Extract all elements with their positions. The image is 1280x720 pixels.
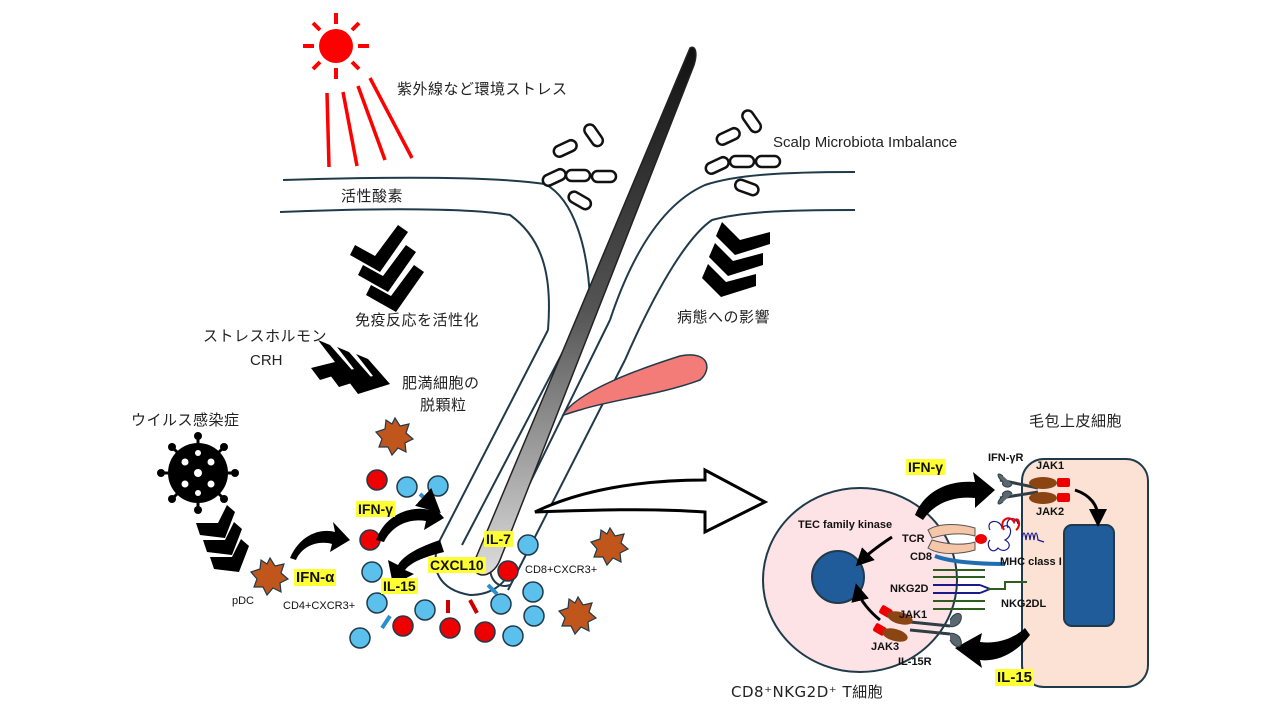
immune-cells-red [359,469,519,643]
nkg2dl-label: NKG2DL [1001,598,1047,610]
cd8-label: CD8 [910,551,933,563]
ifn-alpha-badge: IFN-α [294,569,337,587]
jak1-epithelial-label: JAK1 [1036,460,1065,472]
immune-activation-label: 免疫反応を活性化 [355,311,480,329]
il15-badge-right: IL-15 [995,669,1035,687]
ifn-gamma-badge-left: IFN-γ [356,501,395,518]
chevron-down-icon [350,225,424,312]
jak-proteins-tcell [873,605,913,642]
uv-stress-label: 紫外線など環境ストレス [397,80,568,98]
chevron-down-icon [196,505,249,572]
bacteria-cluster-right [704,109,782,197]
tcr-complex [927,524,1006,566]
follicle-epithelial-cell-label: 毛包上皮細胞 [1029,412,1123,430]
tec-kinase-label: TEC family kinase [798,519,893,531]
stress-hormone-label: ストレスホルモン [203,327,328,345]
immune-cells-blue [349,475,545,649]
il15-badge-left: IL-15 [381,578,418,595]
pathology-effect-label: 病態への影響 [677,308,771,326]
cxcl10-badge: CXCL10 [428,557,486,574]
il-15-receptor [909,613,962,647]
curved-arrow-icon [955,628,1030,668]
sebaceous-gland [561,354,708,417]
microbiota-label: Scalp Microbiota Imbalance [773,134,958,151]
mhc-class-i-label: MHC class I [1000,556,1062,568]
viral-infection-label: ウイルス感染症 [131,411,240,429]
nkg2d-receptors [933,569,1027,610]
nkg2d-label: NKG2D [890,583,929,595]
uv-rays-icon [325,77,414,168]
skin-surface [279,171,856,361]
mast-cell-label-line1: 肥満細胞の [402,374,480,392]
ifn-gamma-r-label: IFN-γR [988,452,1024,464]
jak2-label: JAK2 [1036,506,1065,518]
il7-badge: IL-7 [484,531,513,548]
ifn-gamma-badge-right: IFN-γ [906,459,945,476]
crh-label: CRH [250,352,283,369]
bacteria-cluster-left [541,123,618,211]
big-arrow-outline [534,467,769,535]
cd8-cxcr3-label: CD8+CXCR3+ [525,564,598,576]
curved-arrow-icon [915,472,995,520]
pdc-label: pDC [232,595,255,607]
tcr-label: TCR [902,533,925,545]
virus-icon [157,432,239,514]
jak1-tcell-label: JAK1 [899,609,928,621]
omega-icon [1001,517,1021,531]
il15r-label: IL-15R [898,656,932,668]
ros-label: 活性酸素 [341,187,404,205]
cd4-cxcr3-label: CD4+CXCR3+ [283,600,356,612]
t-cell-label: CD8⁺NKG2D⁺ T細胞 [731,683,884,701]
sun-icon [303,13,369,79]
jak-proteins-epithelial [1029,477,1070,504]
chevron-down-icon [702,222,770,297]
small-arrows-black [851,488,1107,622]
curved-arrow-icon [290,500,444,585]
mast-cell-icon [249,416,630,636]
jak3-label: JAK3 [871,641,900,653]
ifn-gamma-receptor [997,473,1039,505]
t-cell-nucleus [811,550,865,604]
epithelial-nucleus [1063,524,1115,627]
mast-cell-label-line2: 脱顆粒 [420,396,467,414]
chevron-right-icon [311,340,390,394]
